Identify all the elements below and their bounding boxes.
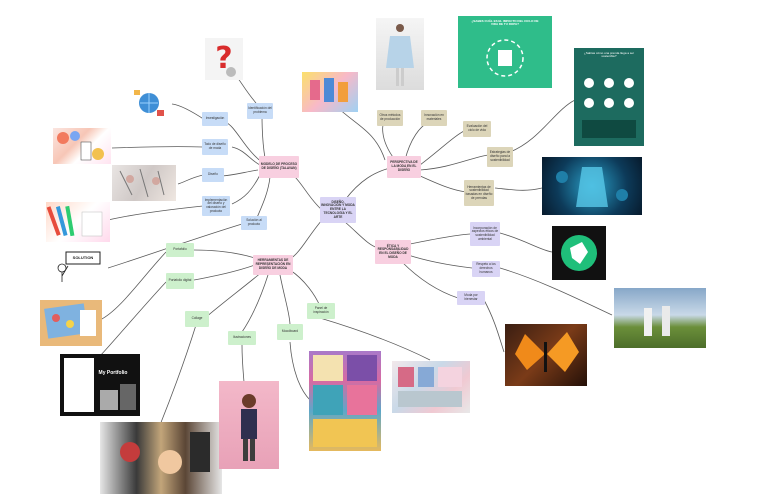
woman-figure-icon (241, 394, 257, 461)
solution-sign-image: SOLUTION (52, 246, 108, 286)
collage-shapes-icon (120, 432, 210, 474)
runway-model-image (376, 18, 424, 90)
herramientas-ilustraciones[interactable]: Ilustraciones (228, 331, 256, 345)
tech-fashion-image (542, 157, 642, 215)
question-mark-icon: ? (215, 41, 236, 77)
perspectiva-evaluacion[interactable]: Evaluación del ciclo de vida (463, 121, 491, 137)
lifecycle-infographic-image: ¿SABES CUÁL ES EL IMPACTO DEL CICLO DE V… (458, 16, 552, 88)
portfolio-page-icon (64, 358, 136, 412)
sustainability-infographic-image: ¿Sabías cómo una prenda llega a ser sost… (574, 48, 644, 146)
models-figures-icon (644, 306, 670, 336)
etica-derechos[interactable]: Respeto a los derechos humanos (472, 261, 500, 277)
pencils-icon (46, 205, 103, 237)
globe-research-image (130, 86, 168, 122)
portfolio-title-text: My Portfolio (98, 370, 128, 376)
solution-sign-text: SOLUTION (72, 255, 94, 260)
drawing-icon (119, 168, 165, 198)
design-drawings-image (112, 165, 176, 201)
panel-tiles-icon (398, 367, 462, 407)
collage-image (100, 422, 222, 494)
fashion-sketch-image (53, 128, 111, 164)
materials-icon (310, 78, 348, 102)
modelo-implementacion[interactable]: Implementación del diseño y valoración d… (202, 196, 230, 216)
sustainability-icons (582, 78, 636, 138)
portfolio-collage-image (40, 300, 102, 346)
moodboard-image (309, 351, 381, 451)
my-portfolio-image: My Portfolio (60, 354, 140, 416)
colored-pencils-image (46, 202, 110, 242)
svg-text:?: ? (215, 41, 232, 76)
butterfly-icon (515, 332, 579, 372)
ethical-logo-image (552, 226, 606, 280)
herramientas-collage[interactable]: Collage (185, 311, 209, 327)
tech-figure-icon (556, 167, 628, 207)
etica-incorporacion[interactable]: Incorporación de aspectos éticos de sost… (470, 222, 500, 246)
runway-model-icon (386, 24, 414, 86)
moodboard-tiles-icon (313, 355, 377, 447)
lifecycle-infographic-title: ¿SABES CUÁL ES EL IMPACTO DEL CICLO DE V… (471, 19, 539, 27)
herramientas-moodboard[interactable]: Moodboard (277, 324, 303, 340)
modelo-identificacion[interactable]: Identificación del problema (247, 103, 273, 119)
butterfly-image (505, 324, 587, 386)
perspectiva-herramientas[interactable]: Herramientas de sostenibilidad basadas e… (464, 180, 494, 206)
perspectiva-estrategias[interactable]: Estrategias de diseño para la sostenibil… (487, 147, 513, 167)
portfolio-collage-icon (44, 303, 96, 339)
landscape-models-image (614, 288, 706, 348)
illustration-woman-image (219, 381, 279, 469)
sustainability-infographic-title: ¿Sabías cómo una prenda llega a ser sost… (583, 51, 635, 59)
herramientas-panel[interactable]: Panel de inspiración (307, 303, 335, 319)
herramientas-portafolio-digital[interactable]: Portafolio digital (166, 273, 194, 289)
question-mark-image: ? (205, 38, 243, 80)
perspectiva-otros-metodos[interactable]: Otros métodos de producción (377, 110, 403, 126)
modelo-diseno[interactable]: Diseño (202, 168, 224, 182)
recycle-logo-icon (561, 235, 597, 271)
perspectiva-innovacion[interactable]: Innovación en materiales (421, 110, 447, 126)
herramientas-portafolio[interactable]: Portafolio (166, 243, 194, 257)
fashion-materials-image (302, 72, 358, 112)
lifecycle-cycle-icon (486, 39, 524, 77)
branch-perspectiva[interactable]: PERSPECTIVA DE LA MODA EN EL DISEÑO (387, 156, 421, 178)
modelo-investigacion[interactable]: Investigación (202, 112, 228, 126)
solution-sign-icon (57, 251, 101, 282)
modelo-solucion[interactable]: Solución al producto (241, 216, 267, 230)
branch-herramientas[interactable]: HERRAMIENTAS DE REPRESENTACIÓN EN DISEÑO… (253, 255, 293, 275)
center-node[interactable]: DISEÑO, INNOVACIÓN Y MODA ENTRE LA TECNO… (320, 197, 356, 223)
sketch-icon (57, 131, 104, 161)
modelo-todo-diseno[interactable]: Todo de diseño de moda (202, 139, 228, 155)
branch-etica[interactable]: ÉTICA Y RESPONSABILIDAD EN EL DISEÑO DE … (375, 240, 411, 264)
globe-icon (134, 90, 164, 116)
inspiration-panel-image (392, 361, 470, 413)
etica-moda-bienestar[interactable]: Moda por bienestar (457, 291, 485, 305)
branch-modelo[interactable]: MODELO DE PROCESO DE DISEÑO (TALAVAN) (259, 156, 299, 178)
